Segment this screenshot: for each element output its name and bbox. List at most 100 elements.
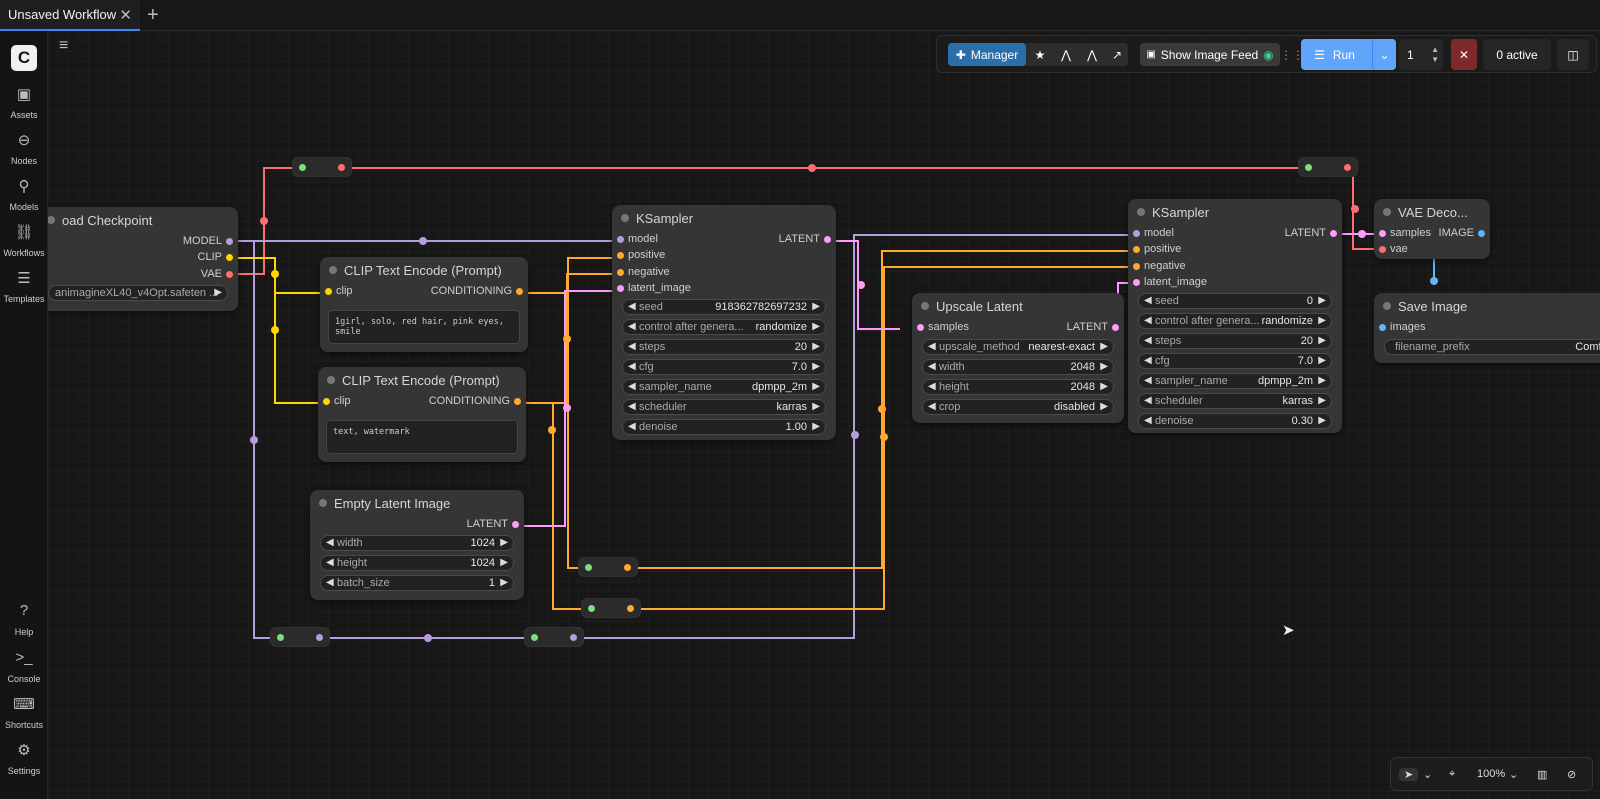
graph-canvas[interactable]: ≡ xyxy=(48,31,1600,799)
arrow-left-icon[interactable]: ◀ xyxy=(1144,295,1152,306)
input-slot[interactable] xyxy=(1133,279,1140,287)
arrow-right-icon[interactable]: ▶ xyxy=(500,557,508,568)
sidebar-item-assets[interactable]: ▣Assets xyxy=(0,85,48,120)
arrow-right-icon[interactable]: ▶ xyxy=(1318,315,1326,326)
input-slot[interactable] xyxy=(1133,262,1140,270)
arrow-right-icon[interactable]: ▶ xyxy=(1100,401,1108,412)
output-slot[interactable] xyxy=(226,270,233,278)
share-icon[interactable]: ↗ xyxy=(1111,47,1123,62)
model-alt-icon[interactable]: ⋀ xyxy=(1087,47,1097,62)
arrow-left-icon[interactable]: ◀ xyxy=(928,401,936,412)
manager-button[interactable]: ✚Manager xyxy=(948,43,1026,66)
arrow-left-icon[interactable]: ◀ xyxy=(928,361,936,372)
arrow-left-icon[interactable]: ◀ xyxy=(628,321,636,332)
chevron-down-icon[interactable]: ⌄ xyxy=(1372,39,1396,70)
sidebar-item-console[interactable]: >_Console xyxy=(0,649,48,684)
sidebar-item-settings[interactable]: ⚙Settings xyxy=(0,741,48,776)
output-slot[interactable] xyxy=(1330,230,1337,237)
output-slot[interactable] xyxy=(1112,324,1119,331)
control-after-generate-widget[interactable]: ◀control after genera...randomize▶ xyxy=(622,319,826,335)
reroute-node[interactable] xyxy=(270,627,330,647)
arrow-left-icon[interactable]: ◀ xyxy=(628,381,636,392)
node-save-image[interactable]: Save Image images filename_prefixComfyU xyxy=(1374,293,1600,363)
sidebar-item-help[interactable]: ?Help xyxy=(0,602,48,637)
ckpt-name-widget[interactable]: animagineXL40_v4Opt.safeten ...▶ xyxy=(48,285,228,301)
arrow-left-icon[interactable]: ◀ xyxy=(1144,415,1152,426)
fit-view-icon[interactable]: ⌖ xyxy=(1449,768,1456,780)
reroute-node[interactable] xyxy=(1298,157,1358,177)
arrow-right-icon[interactable]: ▶ xyxy=(500,577,508,588)
output-slot[interactable] xyxy=(824,236,831,243)
sidebar-item-models[interactable]: ⚲Models xyxy=(0,177,48,212)
arrow-left-icon[interactable]: ◀ xyxy=(628,401,636,412)
arrow-right-icon[interactable]: ▶ xyxy=(1318,415,1326,426)
input-slot[interactable] xyxy=(617,252,624,260)
arrow-left-icon[interactable]: ◀ xyxy=(628,341,636,352)
cancel-icon[interactable]: ✕ xyxy=(1451,39,1477,70)
model-icon[interactable]: ⋀ xyxy=(1061,47,1071,62)
arrow-right-icon[interactable]: ▶ xyxy=(812,401,820,412)
arrow-left-icon[interactable]: ◀ xyxy=(1144,395,1152,406)
output-slot[interactable] xyxy=(226,238,233,245)
arrow-left-icon[interactable]: ◀ xyxy=(1144,375,1152,386)
sidebar-item-nodes[interactable]: ⊖Nodes xyxy=(0,131,48,166)
node-load-checkpoint[interactable]: oad Checkpoint MODEL CLIP VAE animagineX… xyxy=(48,207,238,311)
show-image-feed-button[interactable]: ▣Show Image Feed◉ xyxy=(1140,43,1280,66)
arrow-right-icon[interactable]: ▶ xyxy=(812,341,820,352)
minimap-icon[interactable]: ▥ xyxy=(1537,769,1548,781)
input-slot[interactable] xyxy=(1379,324,1386,331)
arrow-right-icon[interactable]: ▶ xyxy=(812,421,820,432)
input-slot[interactable] xyxy=(323,398,330,405)
input-slot[interactable] xyxy=(325,288,332,295)
control-after-generate-widget[interactable]: ◀control after genera...randomize▶ xyxy=(1138,313,1332,329)
batch-count-input[interactable]: 1▲▼ xyxy=(1399,39,1443,70)
arrow-right-icon[interactable]: ▶ xyxy=(1318,375,1326,386)
zoom-level[interactable]: 100% xyxy=(1477,768,1506,780)
arrow-right-icon[interactable]: ▶ xyxy=(812,301,820,312)
filename-prefix-widget[interactable]: filename_prefixComfyU xyxy=(1384,339,1600,355)
arrow-right-icon[interactable]: ▶ xyxy=(500,537,508,548)
close-icon[interactable]: ✕ xyxy=(119,7,132,24)
arrow-left-icon[interactable]: ◀ xyxy=(628,421,636,432)
menu-icon[interactable]: ≡ xyxy=(59,37,69,54)
arrow-right-icon[interactable]: ▶ xyxy=(1318,395,1326,406)
reroute-node[interactable] xyxy=(578,557,638,577)
input-slot[interactable] xyxy=(617,236,624,243)
star-icon[interactable]: ★ xyxy=(1034,47,1046,62)
output-slot[interactable] xyxy=(226,254,233,262)
arrow-right-icon[interactable]: ▶ xyxy=(812,361,820,372)
stepper-icon[interactable]: ▲▼ xyxy=(1431,44,1439,64)
output-slot[interactable] xyxy=(512,521,519,528)
arrow-left-icon[interactable]: ◀ xyxy=(628,361,636,372)
reroute-node[interactable] xyxy=(581,598,641,618)
arrow-left-icon[interactable]: ◀ xyxy=(326,537,334,548)
sidebar-item-templates[interactable]: ☰Templates xyxy=(0,269,48,304)
input-slot[interactable] xyxy=(1379,230,1386,237)
output-slot[interactable] xyxy=(514,398,521,405)
arrow-right-icon[interactable]: ▶ xyxy=(1100,361,1108,372)
chevron-down-icon[interactable]: ⌄ xyxy=(1509,769,1519,781)
sidebar-item-workflows[interactable]: ⛓Workflows xyxy=(0,223,48,258)
input-slot[interactable] xyxy=(617,285,624,293)
arrow-left-icon[interactable]: ◀ xyxy=(1144,315,1152,326)
arrow-right-icon[interactable]: ▶ xyxy=(1100,341,1108,352)
